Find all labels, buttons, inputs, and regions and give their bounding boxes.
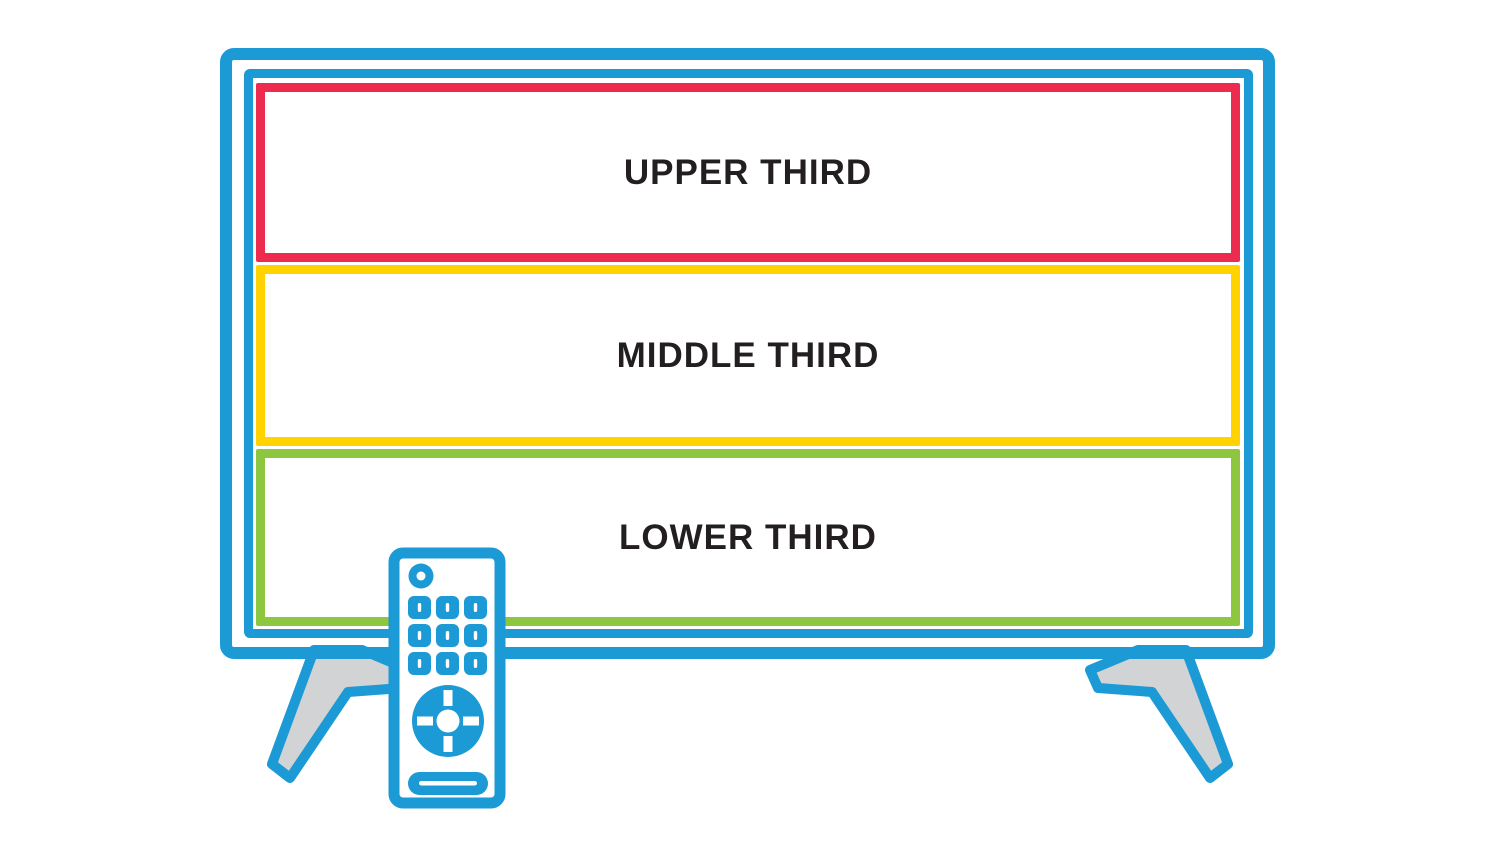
tv-inner-frame <box>244 69 1253 638</box>
section-upper-third: UPPER THIRD <box>256 83 1240 262</box>
remote-body <box>388 547 506 809</box>
dpad-icon <box>412 685 484 757</box>
number-pad-icon <box>408 596 487 675</box>
power-button-icon <box>408 563 434 589</box>
section-label: UPPER THIRD <box>623 152 873 192</box>
tv-right-leg-icon <box>1085 645 1233 783</box>
section-label: MIDDLE THIRD <box>616 335 880 375</box>
section-label: LOWER THIRD <box>619 517 877 557</box>
pill-button-icon <box>408 772 488 795</box>
section-middle-third: MIDDLE THIRD <box>256 265 1240 446</box>
